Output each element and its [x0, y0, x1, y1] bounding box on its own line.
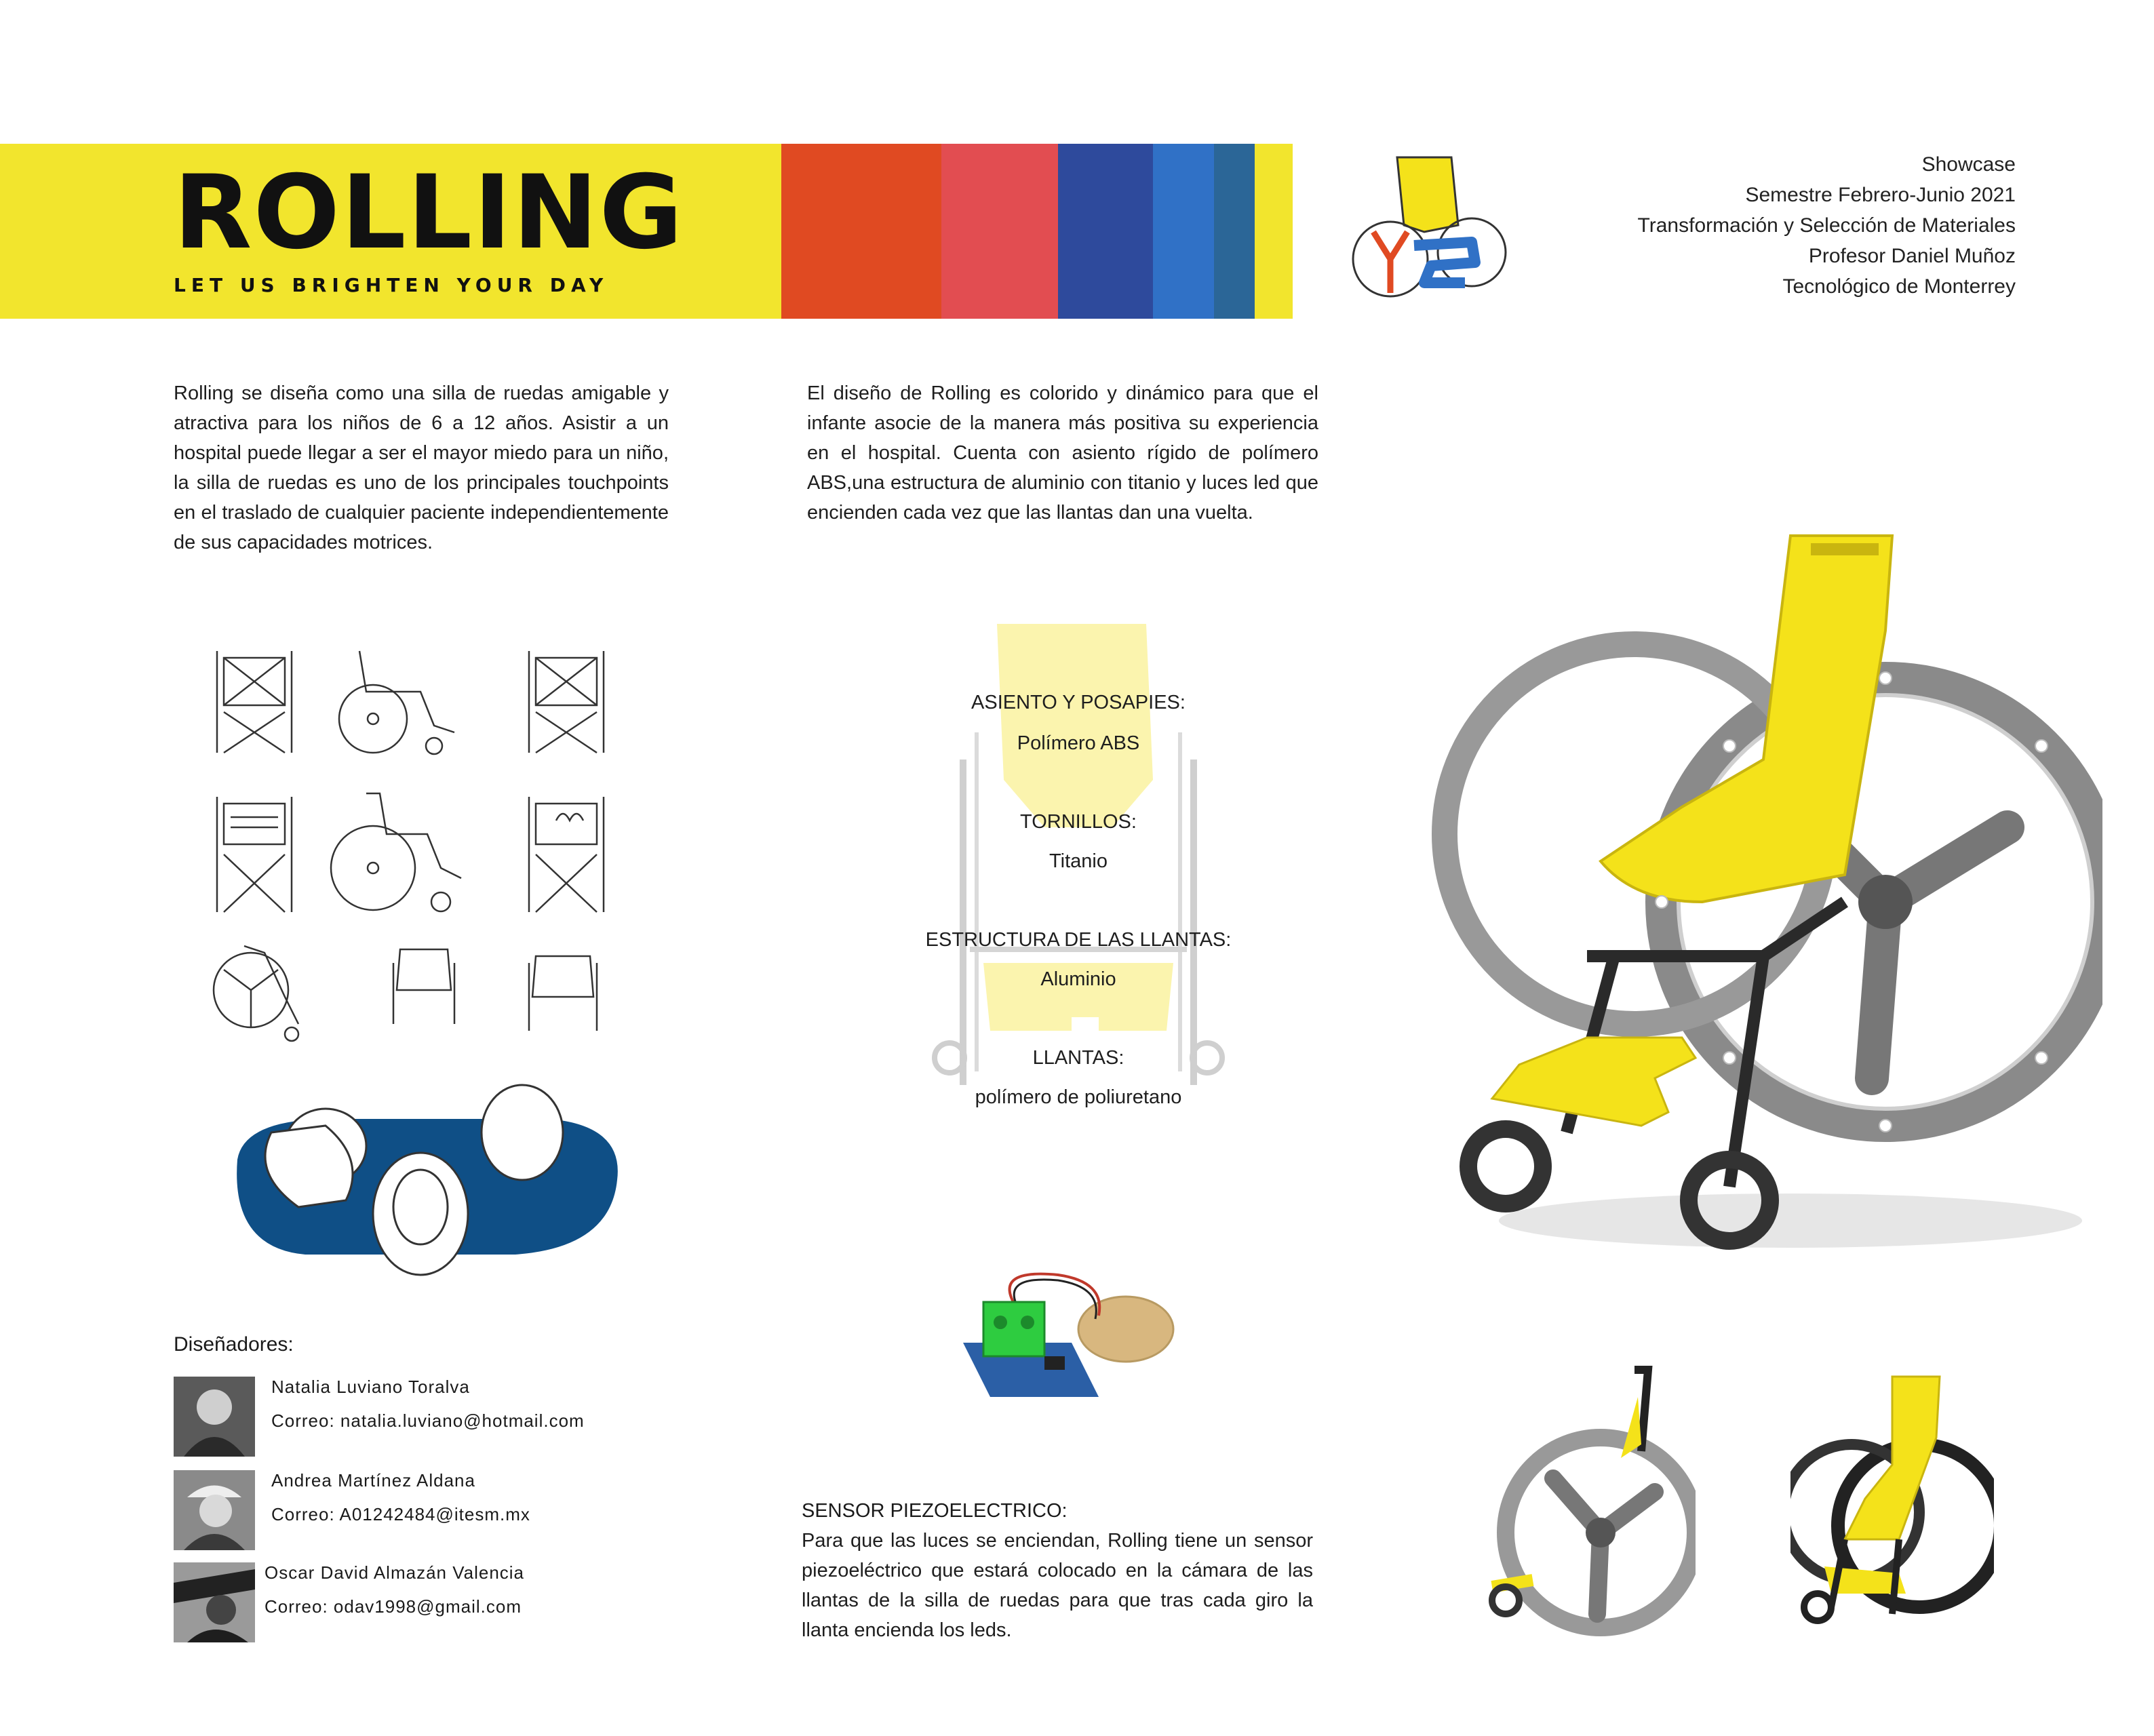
info-line: Semestre Febrero-Junio 2021	[1745, 184, 2016, 206]
brand-title: ROLLING	[174, 154, 684, 272]
sketch-side-view	[338, 650, 455, 755]
sketch-grid	[203, 644, 638, 1065]
material-value: Titanio	[1049, 850, 1108, 872]
swatch-coral	[941, 144, 1058, 319]
sketch-front-flame	[528, 797, 605, 913]
material-label: TORNILLOS:	[1020, 811, 1137, 833]
sensor-block: SENSOR PIEZOELECTRICO: Para que las luce…	[802, 1496, 1313, 1645]
swatch-navy	[1058, 144, 1153, 319]
sketch-seat-front-2	[528, 955, 598, 1031]
material-label: ASIENTO Y POSAPIES:	[971, 692, 1186, 713]
info-line: Showcase	[1921, 153, 2016, 176]
materials-diagram	[882, 610, 1275, 1139]
design-paragraph: El diseño de Rolling es colorido y dinám…	[807, 382, 1318, 524]
info-line: Tecnológico de Monterrey	[1782, 275, 2016, 298]
wheelchair-main-render	[1411, 522, 2102, 1275]
designer-photo-avatar	[174, 1562, 255, 1642]
designer-name: Andrea Martínez Aldana	[271, 1470, 475, 1491]
designer-email: Correo: odav1998@gmail.com	[265, 1596, 522, 1617]
designers-title: Diseñadores:	[174, 1333, 294, 1356]
material-value: polímero de poliuretano	[975, 1086, 1182, 1108]
sketch-front-view-2	[528, 651, 605, 754]
info-line: Transformación y Selección de Materiales	[1637, 214, 2016, 237]
concept-render-sketch	[224, 1071, 631, 1302]
sensor-paragraph: Para que las luces se enciendan, Rolling…	[802, 1530, 1313, 1641]
swatch-blue	[1153, 144, 1214, 319]
wheelchair-three-quarter-render	[1790, 1363, 1994, 1648]
course-info: Showcase Semestre Febrero-Junio 2021 Tra…	[1638, 149, 2016, 302]
intro-paragraph: Rolling se diseña como una silla de rued…	[174, 382, 669, 553]
swatch-steel	[1214, 144, 1255, 319]
material-value: Aluminio	[1040, 968, 1116, 990]
wheelchair-side-render	[1479, 1356, 1696, 1641]
sensor-title: SENSOR PIEZOELECTRICO:	[802, 1500, 1068, 1522]
sketch-front-plain	[216, 797, 293, 913]
designer-photo-avatar	[174, 1377, 255, 1457]
sketch-side-wheel	[330, 792, 462, 913]
info-line: Profesor Daniel Muñoz	[1808, 245, 2016, 267]
sketch-spoked-wheel	[212, 945, 300, 1042]
material-label: LLANTAS:	[1032, 1047, 1124, 1069]
material-value: Polímero ABS	[1017, 732, 1140, 754]
sketch-front-view	[216, 651, 293, 754]
piezo-sensor-image	[949, 1255, 1180, 1417]
designer-email: Correo: A01242484@itesm.mx	[271, 1504, 530, 1524]
designer-email: Correo: natalia.luviano@hotmail.com	[271, 1410, 585, 1431]
sketch-seat-front	[392, 948, 456, 1024]
designer-photo-avatar	[174, 1470, 255, 1550]
swatch-orange	[781, 144, 941, 319]
header-chair-sketch	[1350, 144, 1519, 320]
material-label: ESTRUCTURA DE LAS LLANTAS:	[925, 929, 1232, 951]
brand-tagline: LET US BRIGHTEN YOUR DAY	[174, 274, 609, 296]
designer-name: Oscar David Almazán Valencia	[265, 1562, 525, 1583]
designer-name: Natalia Luviano Toralva	[271, 1377, 470, 1397]
